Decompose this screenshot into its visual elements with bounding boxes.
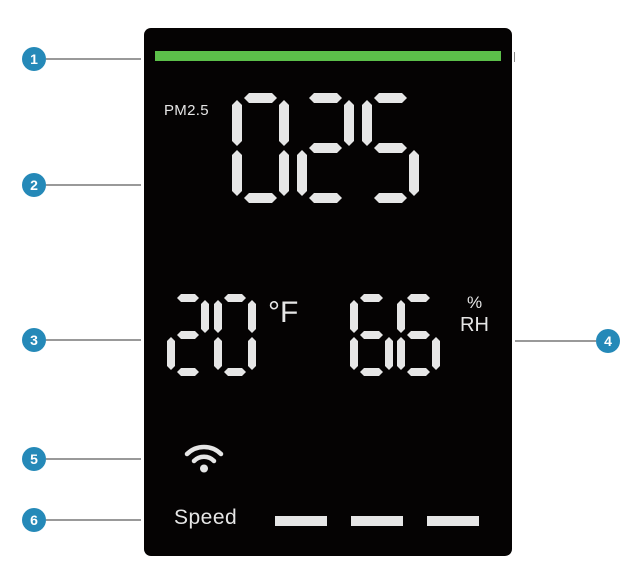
callout-badge-4: 4 (596, 329, 620, 353)
callout-badge-1: 1 (22, 47, 46, 71)
pm25-label: PM2.5 (164, 102, 209, 119)
speed-label: Speed (174, 506, 238, 529)
callout-badge-2: 2 (22, 173, 46, 197)
callout-leader-line (46, 184, 141, 186)
wifi-icon (184, 444, 224, 473)
relative-humidity-unit: RH (460, 314, 489, 336)
callout-badge-5: 5 (22, 447, 46, 471)
speed-level-bar-2 (351, 516, 403, 526)
speed-level-bar-1 (275, 516, 327, 526)
callout-leader-line (46, 458, 141, 460)
seven-segment-digit (397, 294, 440, 376)
callout-badge-6: 6 (22, 508, 46, 532)
callout-leader-line (46, 339, 141, 341)
seven-segment-digit (214, 294, 256, 376)
callout-leader-line (46, 58, 141, 60)
panel-edge-tick (514, 52, 515, 62)
seven-segment-digit (167, 294, 209, 376)
fahrenheit-unit: °F (268, 296, 299, 329)
callout-leader-line (46, 519, 141, 521)
seven-segment-digit (232, 93, 289, 203)
callout-leader-line (515, 340, 596, 342)
seven-segment-digit (362, 93, 419, 203)
percent-unit: % (467, 293, 483, 312)
air-quality-indicator-bar (155, 51, 501, 61)
seven-segment-digit (350, 294, 393, 376)
speed-level-bar-3 (427, 516, 479, 526)
callout-badge-3: 3 (22, 328, 46, 352)
seven-segment-digit (297, 93, 354, 203)
